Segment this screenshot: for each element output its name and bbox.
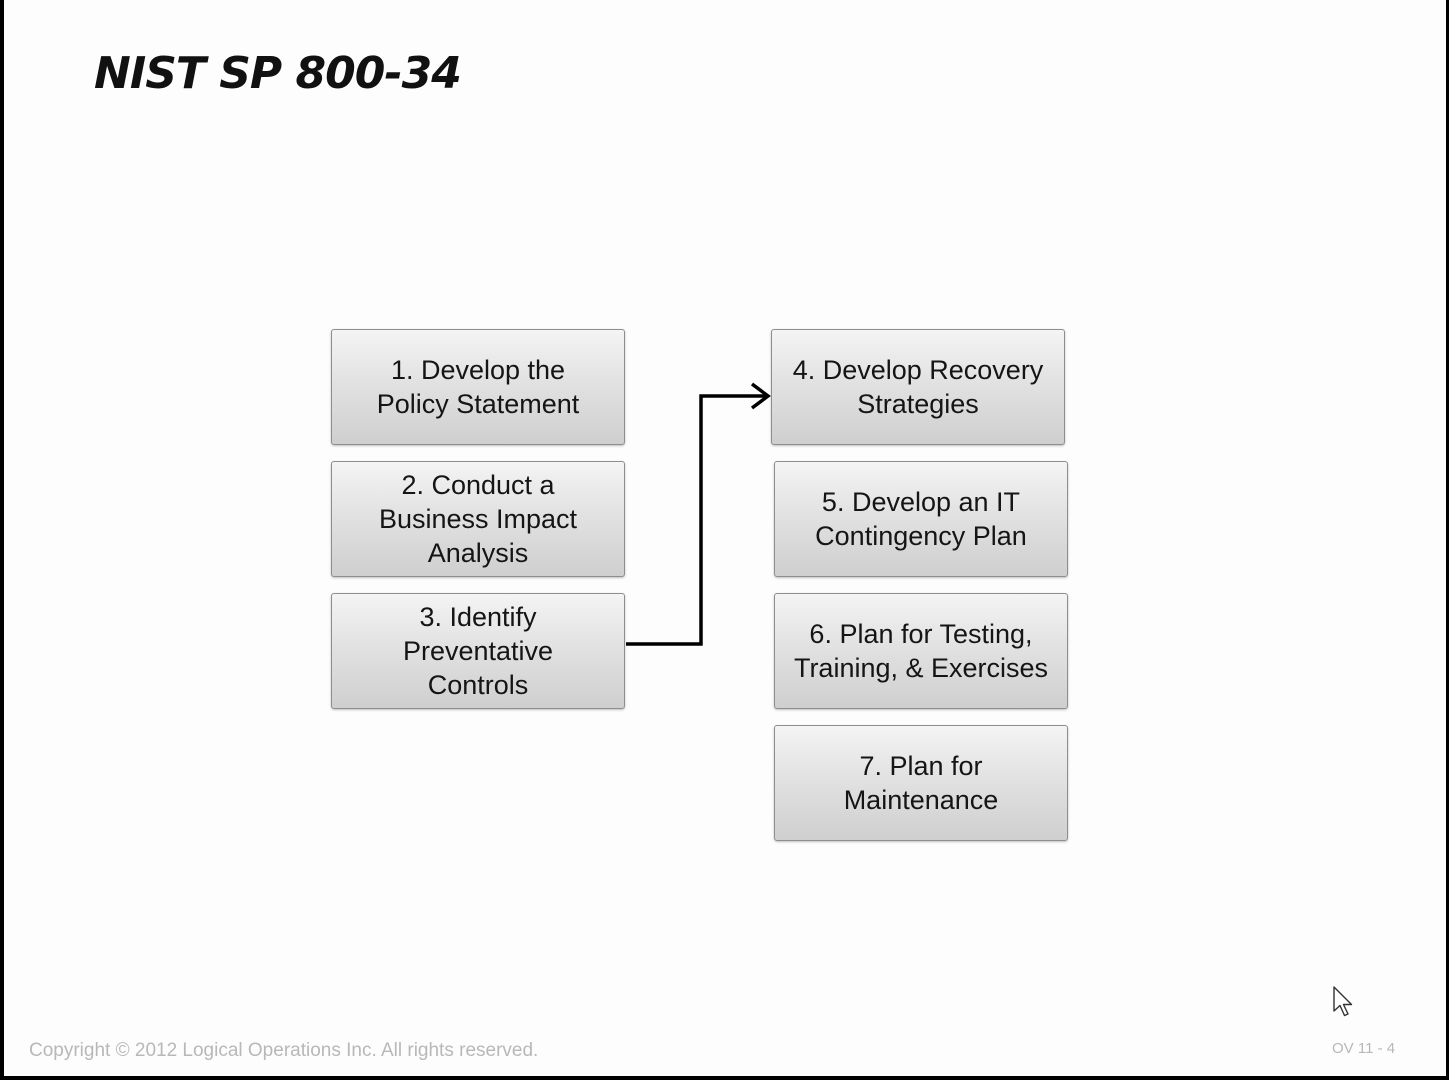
step-3-box: 3. Identify Preventative Controls	[331, 593, 625, 709]
connector-line	[626, 394, 766, 646]
slide: NIST SP 800-34 1. Develop the Policy Sta…	[4, 0, 1446, 1076]
step-1-box: 1. Develop the Policy Statement	[331, 329, 625, 445]
slide-number: OV 11 - 4	[1332, 1040, 1396, 1057]
step-7-box: 7. Plan for Maintenance	[774, 725, 1068, 841]
step-1-label: 1. Develop the Policy Statement	[376, 355, 580, 419]
step-4-box: 4. Develop Recovery Strategies	[771, 329, 1065, 445]
connector-arrow-3-to-4	[626, 382, 771, 646]
step-2-box: 2. Conduct a Business Impact Analysis	[331, 461, 625, 577]
slide-title: NIST SP 800-34	[94, 48, 462, 99]
step-5-box: 5. Develop an IT Contingency Plan	[774, 461, 1068, 577]
mouse-pointer-icon	[1333, 986, 1353, 1017]
step-6-box: 6. Plan for Testing, Training, & Exercis…	[774, 593, 1068, 709]
arrow-head-icon	[750, 382, 771, 410]
step-4-label: 4. Develop Recovery Strategies	[792, 355, 1044, 419]
copyright-notice: Copyright © 2012 Logical Operations Inc.…	[29, 1040, 539, 1061]
step-3-label: 3. Identify Preventative Controls	[402, 602, 554, 700]
step-6-label: 6. Plan for Testing, Training, & Exercis…	[793, 619, 1049, 683]
step-5-label: 5. Develop an IT Contingency Plan	[815, 487, 1027, 551]
step-7-label: 7. Plan for Maintenance	[843, 751, 999, 815]
step-2-label: 2. Conduct a Business Impact Analysis	[378, 470, 578, 568]
